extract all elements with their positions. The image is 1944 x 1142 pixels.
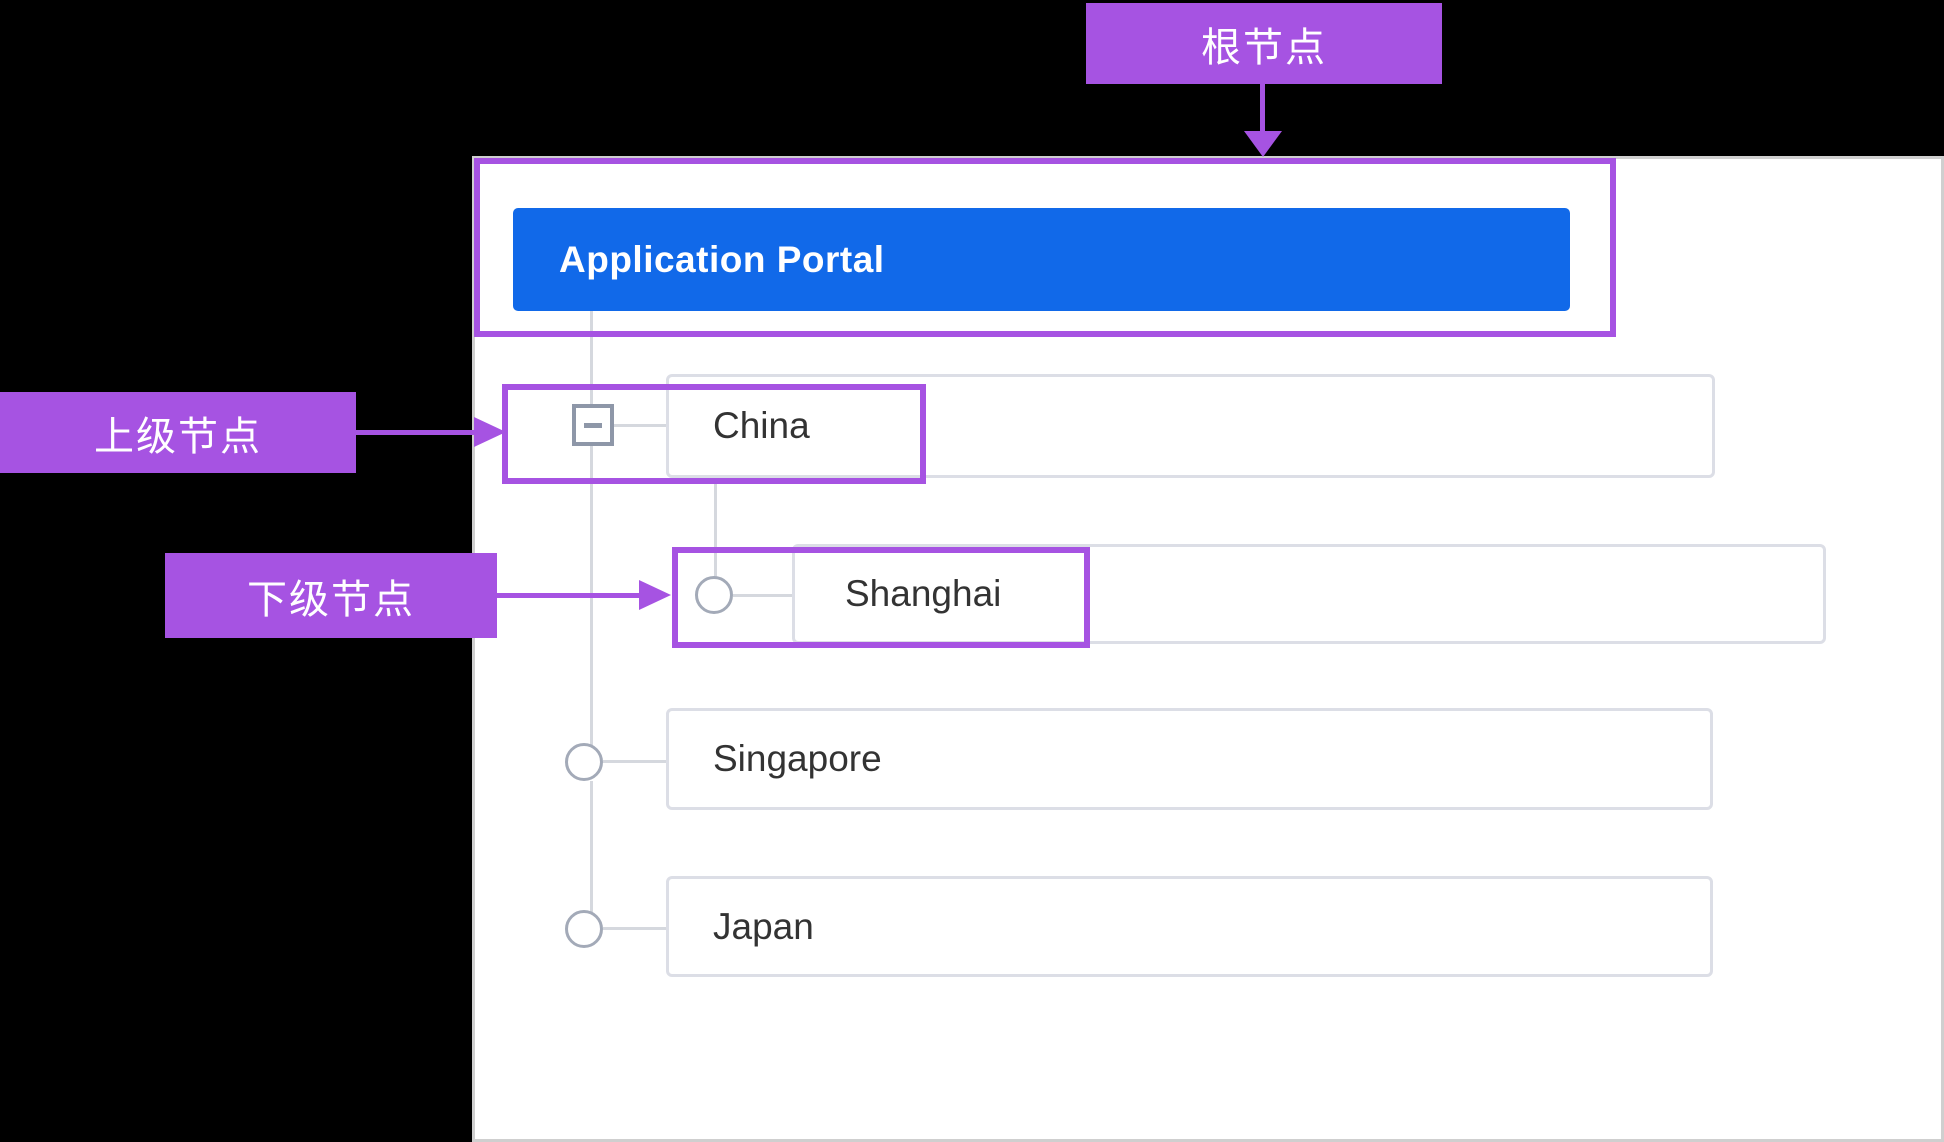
callout-root-label: 根节点 [1201, 25, 1327, 70]
arrow-right-icon-parent [474, 417, 506, 447]
tree-node-japan[interactable]: Japan [666, 876, 1713, 977]
tree-node-label: Shanghai [845, 573, 1002, 614]
connector-china-branch [614, 424, 666, 427]
tree-node-china[interactable]: China [666, 374, 1715, 478]
connector-root-to-china [590, 311, 593, 406]
tree-node-label: Singapore [713, 738, 882, 779]
tree-node-label: Japan [713, 905, 814, 947]
child-node-highlight-outline [672, 547, 1090, 648]
arrow-right-icon-child [639, 580, 671, 610]
node-circle-icon-singapore[interactable] [565, 743, 603, 781]
arrow-down-icon [1244, 131, 1282, 157]
arrow-shaft-root [1260, 84, 1265, 133]
minus-glyph [584, 422, 602, 428]
arrow-shaft-child [497, 593, 640, 598]
callout-root-node: 根节点 [1086, 3, 1442, 84]
collapse-minus-icon[interactable] [572, 404, 614, 446]
callout-parent-node: 上级节点 [0, 392, 356, 473]
connector-singapore-branch [603, 760, 666, 763]
callout-child-node: 下级节点 [165, 553, 497, 638]
tree-node-shanghai[interactable]: Shanghai [792, 544, 1826, 644]
tree-node-label: China [713, 405, 810, 446]
connector-singapore-to-japan [590, 781, 593, 912]
connector-shanghai-branch [733, 594, 792, 597]
arrow-shaft-parent [356, 430, 476, 435]
node-circle-icon-shanghai[interactable] [695, 576, 733, 614]
node-circle-icon-japan[interactable] [565, 910, 603, 948]
tree-node-root[interactable]: Application Portal [513, 208, 1570, 311]
callout-child-label: 下级节点 [247, 577, 415, 622]
root-node-highlight-outline [474, 158, 1616, 337]
root-node-label: Application Portal [559, 238, 885, 280]
callout-parent-label: 上级节点 [94, 414, 262, 459]
tree-node-singapore[interactable]: Singapore [666, 708, 1713, 810]
parent-node-highlight-outline [502, 384, 926, 484]
tree-panel [472, 156, 1944, 1142]
connector-china-to-shanghai [714, 478, 717, 578]
connector-japan-branch [603, 927, 666, 930]
